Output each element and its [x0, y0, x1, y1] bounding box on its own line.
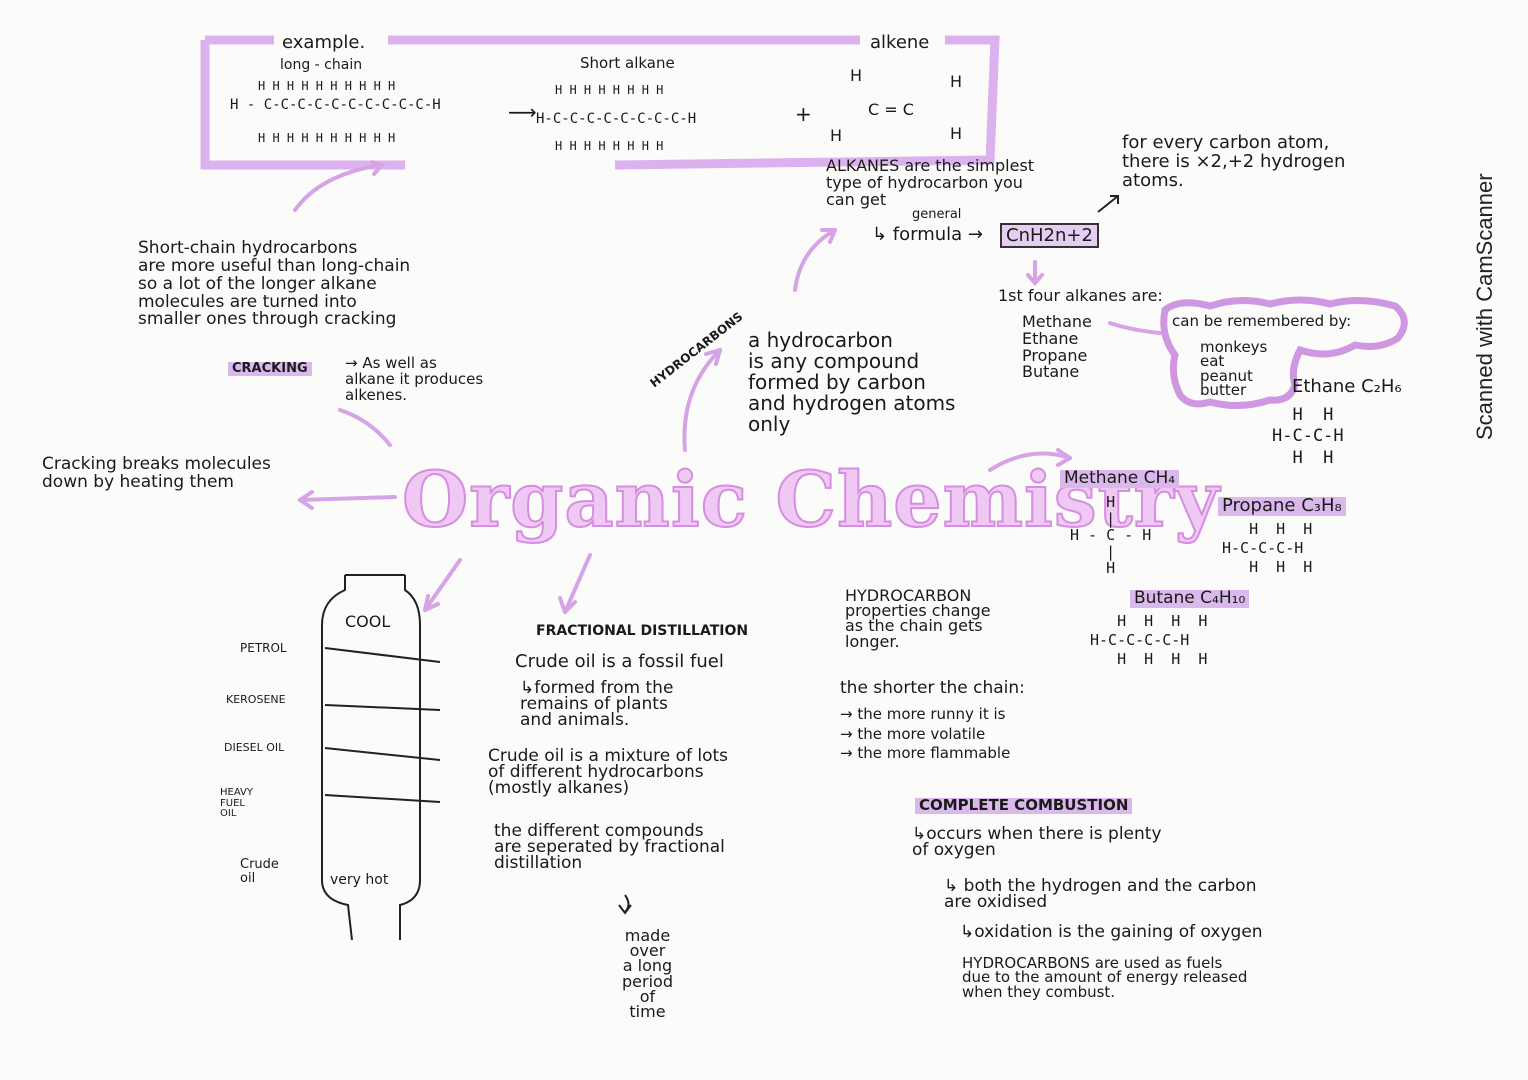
ethane-structure: H H H-C-C-H H H [1272, 405, 1344, 468]
separated-note: the different compounds are seperated by… [494, 821, 725, 874]
crude-oil-label: Crude oil [240, 857, 279, 886]
ethane-label: Ethane C₂H₆ [1292, 376, 1402, 397]
alkene-h: H [850, 66, 863, 85]
cracking-breaks-note: Cracking breaks molecules down by heatin… [42, 454, 271, 492]
crude-oil-formed: ↳formed from the remains of plants and a… [520, 678, 674, 731]
example-label: example. [282, 32, 366, 53]
crude-oil-fossil: Crude oil is a fossil fuel [515, 651, 724, 672]
long-chain-carbons: H - C-C-C-C-C-C-C-C-C-C-H [230, 97, 441, 113]
arrow-to-example [293, 163, 382, 212]
short-alkane-h-top: H H H H H H H H [555, 83, 664, 97]
fractionating-column [321, 574, 441, 941]
arrow-to-made [618, 894, 632, 915]
long-chain-h-top: H H H H H H H H H H [258, 79, 396, 93]
mnemonic-cloud [1160, 296, 1408, 409]
arrow-to-hydrocarbon [682, 348, 722, 452]
example-box-border [205, 35, 1000, 170]
reaction-arrow: ⟶ [508, 100, 537, 124]
butane-structure: H H H H H-C-C-C-C-H H H H H [1090, 612, 1208, 668]
page-title: Organic Chemistry [401, 454, 1220, 545]
fractional-distillation-label: FRACTIONAL DISTILLATION [536, 623, 749, 639]
short-alkane-carbons: H-C-C-C-C-C-C-C-C-H [536, 111, 697, 127]
long-chain-label: long - chain [280, 57, 363, 73]
shorter-chain-label: the shorter the chain: [840, 678, 1025, 698]
column-very-hot-label: very hot [330, 872, 389, 888]
arrow-to-every-carbon [1097, 195, 1119, 213]
combustion-occurs: ↳occurs when there is plenty of oxygen [912, 824, 1162, 861]
methane-structure: H | H - C - H | H [1070, 493, 1152, 577]
diesel-oil-label: DIESEL OIL [224, 741, 285, 754]
first-four-alkanes: Methane Ethane Propane Butane [1022, 312, 1092, 382]
propane-structure: H H H H-C-C-C-H H H H [1222, 520, 1313, 576]
alkene-label: alkene [870, 32, 930, 53]
crude-oil-mixture: Crude oil is a mixture of lots of differ… [488, 746, 729, 799]
every-carbon-note: for every carbon atom, there is ×2,+2 hy… [1122, 132, 1346, 191]
properties-change: HYDROCARBON properties change as the cha… [845, 586, 991, 651]
arrow-to-fractional [563, 553, 592, 614]
hydrocarbons-as-fuels: HYDROCARBONS are used as fuels due to th… [962, 954, 1248, 1001]
made-over-time: made over a long period of time [622, 926, 673, 1021]
alkanes-simplest: ALKANES are the simplest type of hydroca… [826, 156, 1035, 209]
scanner-watermark: Scanned with CamScanner [1472, 173, 1497, 440]
cracking-note: → As well as alkane it produces alkenes. [345, 354, 484, 404]
first-four-label: 1st four alkanes are: [998, 286, 1163, 305]
general-label: general [912, 207, 962, 222]
arrow-to-column [423, 558, 462, 612]
short-alkane-label: Short alkane [580, 54, 675, 72]
alkene-h: H [830, 126, 843, 145]
butane-label: Butane C₄H₁₀ [1130, 589, 1250, 608]
column-cool-label: COOL [345, 612, 391, 631]
mnemonic: monkeys eat peanut butter [1200, 338, 1268, 399]
arrow-to-cracking [338, 408, 392, 447]
arrow-to-cracking-breaks [298, 495, 397, 502]
oxidation-definition: ↳oxidation is the gaining of oxygen [960, 922, 1263, 942]
petrol-label: PETROL [240, 641, 287, 655]
alkene-h: H [950, 72, 963, 91]
remembered-label: can be remembered by: [1172, 312, 1352, 330]
alkene-h: H [950, 124, 963, 143]
short-chain-note: Short-chain hydrocarbons are more useful… [138, 238, 411, 330]
shorter-chain-list: → the more runny it is → the more volati… [840, 705, 1011, 762]
long-chain-h-bottom: H H H H H H H H H H [258, 131, 396, 145]
hydrocarbon-definition: a hydrocarbon is any compound formed by … [748, 328, 956, 436]
alkane-general-formula: CnH2n+2 [1000, 223, 1099, 248]
methane-label: Methane CH₄ [1060, 469, 1180, 488]
combustion-both: ↳ both the hydrogen and the carbon are o… [944, 876, 1257, 913]
short-alkane-h-bottom: H H H H H H H H [555, 139, 664, 153]
propane-label: Propane C₃H₈ [1218, 496, 1346, 516]
formula-label: ↳ formula → [872, 224, 984, 245]
arrow-to-methane [988, 451, 1072, 472]
kerosene-label: KEROSENE [226, 693, 286, 706]
plus-sign: + [795, 102, 812, 126]
cracking-label: CRACKING [228, 362, 312, 376]
arrow-to-mnemonic [1108, 321, 1162, 335]
arrow-to-alkanes [793, 228, 837, 292]
heavy-fuel-oil-label: HEAVY FUEL OIL [220, 787, 253, 819]
complete-combustion-label: COMPLETE COMBUSTION [915, 797, 1133, 814]
alkene-double-bond: C = C [868, 100, 914, 119]
